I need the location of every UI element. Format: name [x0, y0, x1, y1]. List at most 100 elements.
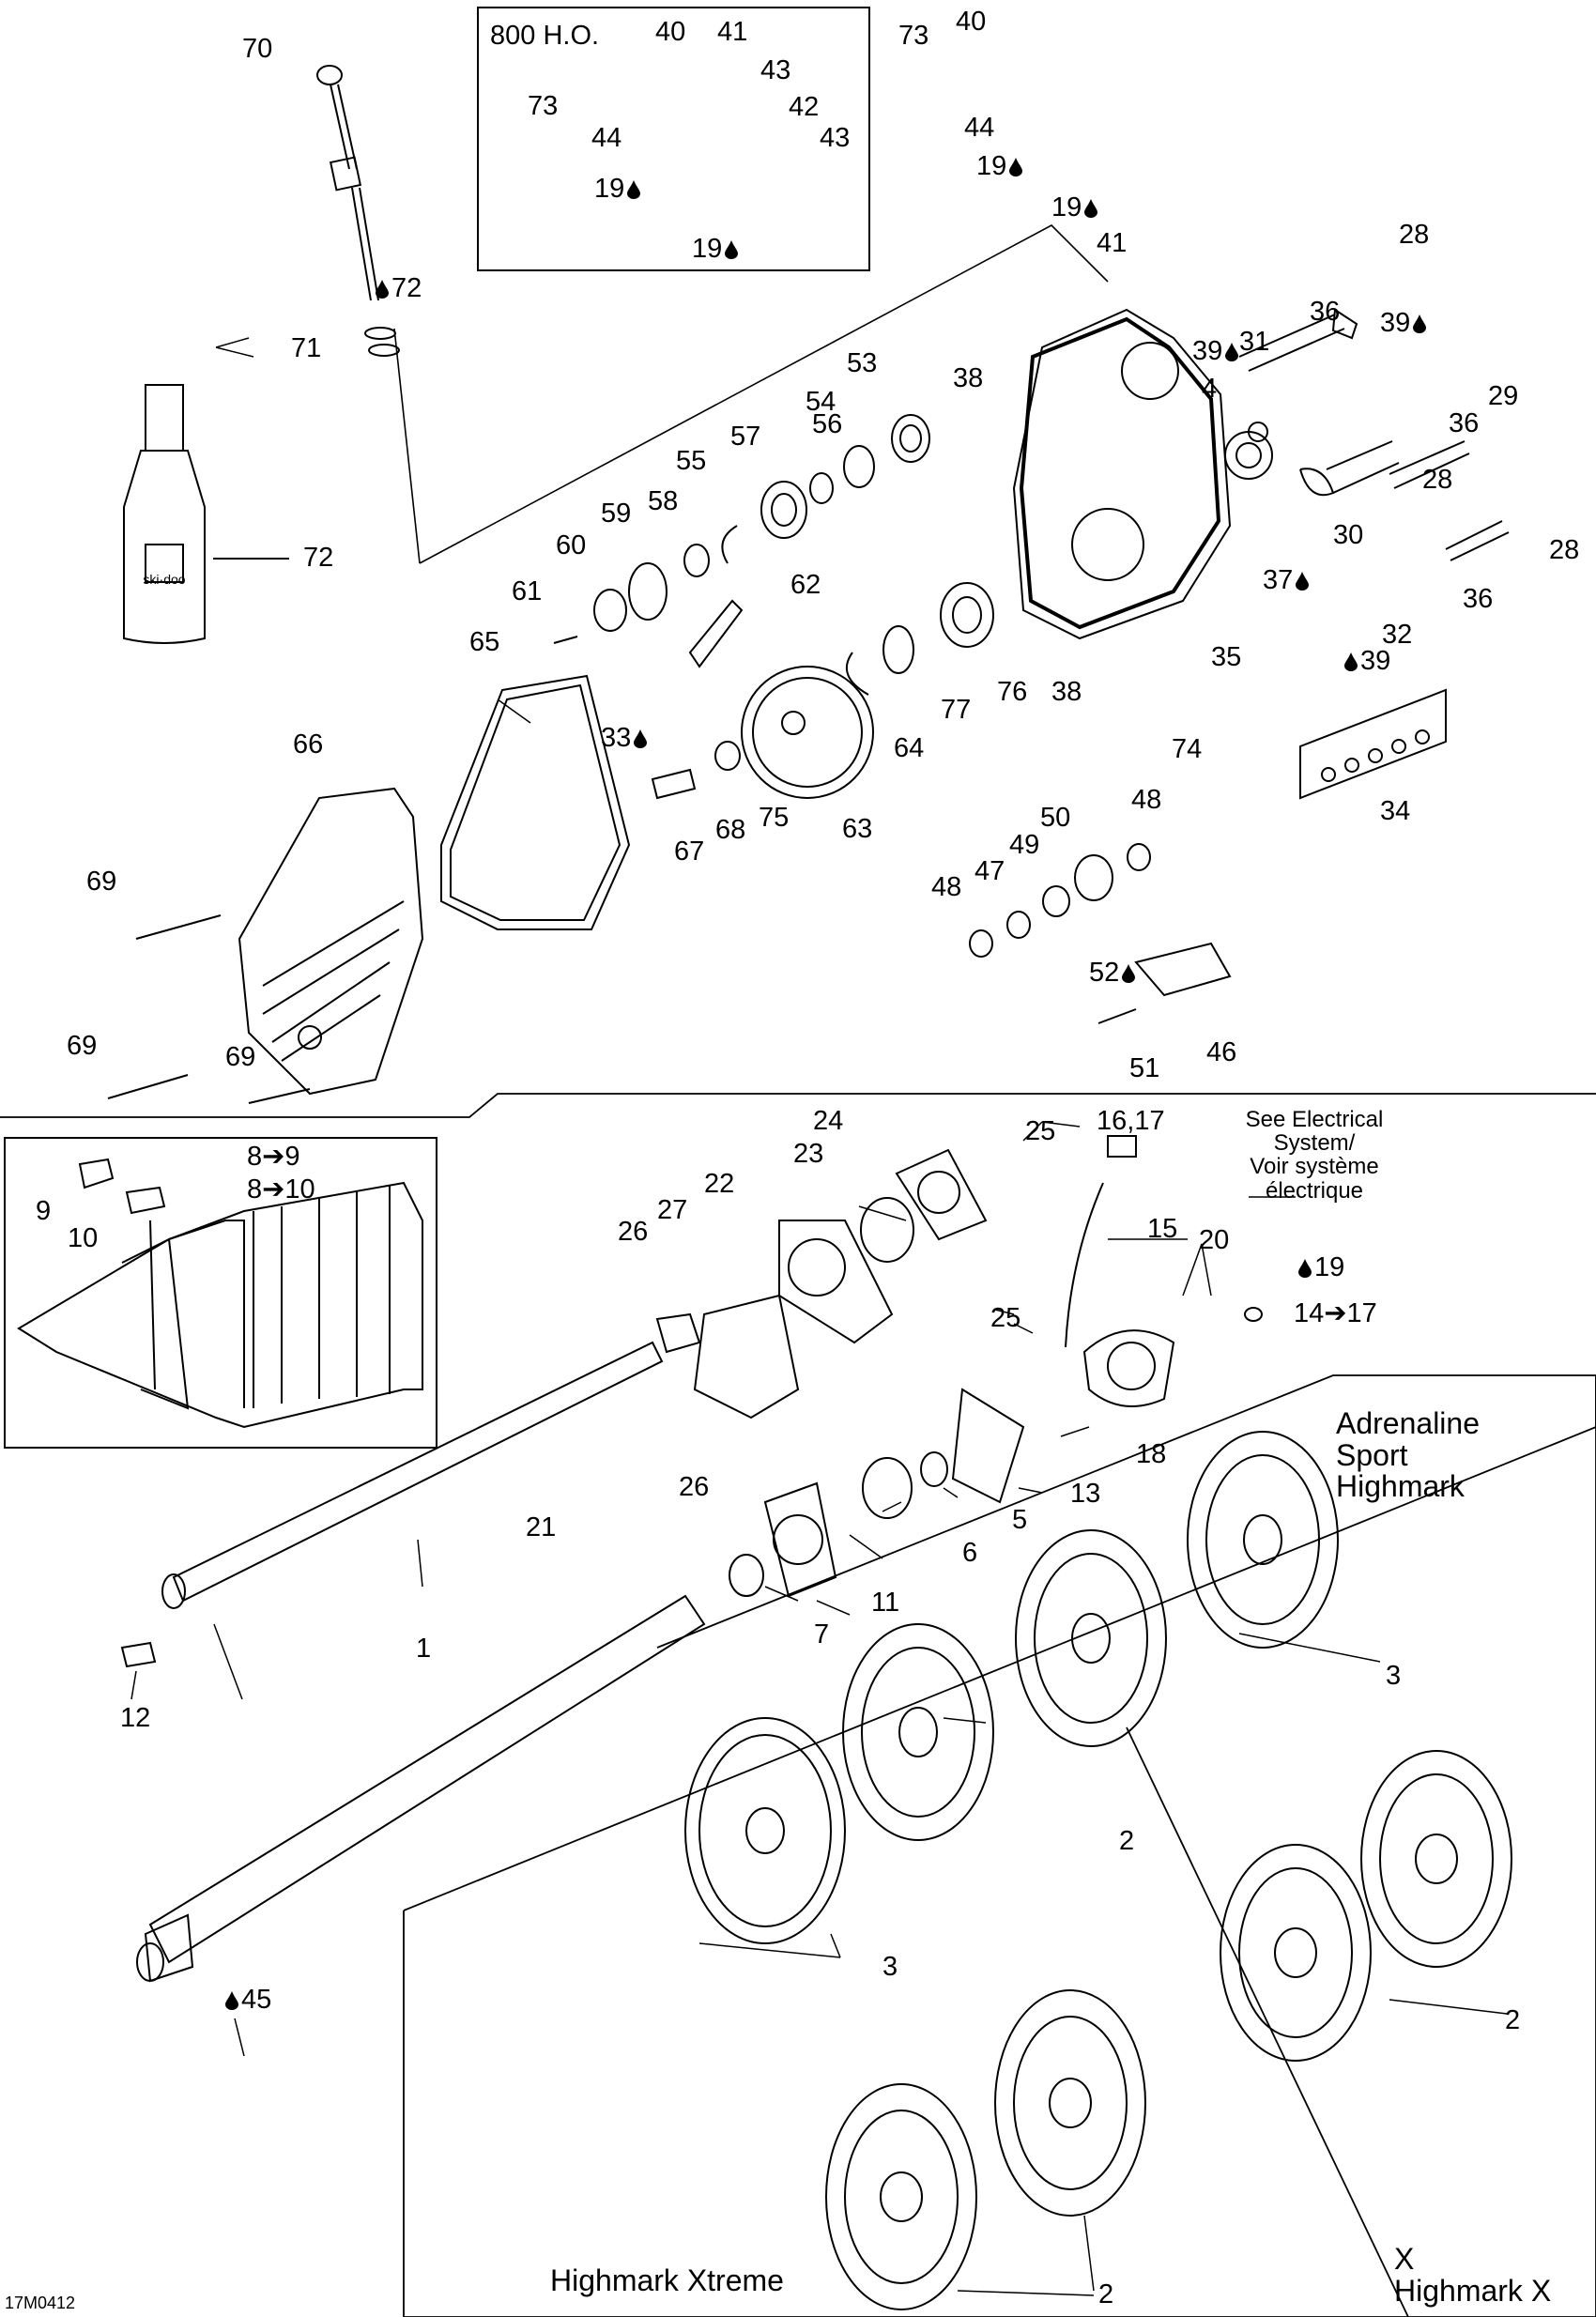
- label-34: 34: [1380, 796, 1411, 826]
- electrical-note-line-2: System/: [1273, 1130, 1356, 1157]
- label-32: 32: [1382, 620, 1413, 650]
- oil-drop-icon: [1344, 652, 1358, 671]
- label-42: 42: [789, 92, 820, 122]
- variant-adrenaline-line-1: Adrenaline: [1336, 1406, 1480, 1440]
- main-drive-shaft: [136, 1594, 706, 1983]
- label-19-top3-text: 19: [976, 151, 1007, 181]
- label-69a: 69: [86, 867, 117, 897]
- label-72b: 72: [303, 543, 334, 573]
- variant-x-line-1: X: [1394, 2242, 1415, 2276]
- label-11: 11: [871, 1588, 900, 1618]
- dipstick: [316, 65, 400, 357]
- label-61: 61: [512, 576, 543, 606]
- label-43a: 43: [760, 55, 791, 85]
- variant-adrenaline-line-3: Highmark: [1336, 1469, 1465, 1504]
- track-belt: [17, 1158, 423, 1429]
- label-14-17: 14➔17: [1294, 1298, 1377, 1328]
- oil-drop-icon: [627, 180, 641, 199]
- label-46: 46: [1206, 1037, 1237, 1067]
- oil-bottle: [123, 384, 289, 644]
- oil-drop-icon: [376, 280, 389, 299]
- label-20: 20: [1199, 1225, 1230, 1255]
- label-60: 60: [556, 530, 587, 560]
- label-30: 30: [1333, 520, 1364, 550]
- label-29: 29: [1488, 381, 1519, 411]
- label-75: 75: [759, 803, 790, 833]
- label-68: 68: [715, 815, 746, 845]
- variant-xtreme: Highmark Xtreme: [550, 2263, 784, 2297]
- label-37: 37: [1263, 567, 1312, 594]
- label-53: 53: [847, 348, 878, 378]
- label-48a: 48: [1131, 785, 1162, 815]
- label-72a: 72: [376, 275, 422, 302]
- label-50: 50: [1040, 803, 1071, 833]
- bottle-brand-text: ski·doo: [143, 572, 185, 587]
- upper-group-outline: [419, 224, 1109, 564]
- label-36b: 36: [1449, 408, 1480, 438]
- electrical-note-line-1: See Electrical: [1245, 1107, 1384, 1132]
- label-19-mid: 19: [1298, 1254, 1344, 1281]
- lower-bearing-set: [729, 1388, 1025, 1598]
- oil-drop-icon: [634, 729, 648, 748]
- label-39a: 39: [1192, 338, 1241, 365]
- oil-drop-icon: [1296, 572, 1310, 591]
- electrical-note-line-3: Voir système: [1250, 1154, 1379, 1180]
- label-77: 77: [941, 695, 972, 725]
- label-35: 35: [1211, 642, 1242, 672]
- label-38b: 38: [1051, 677, 1082, 707]
- label-28c: 28: [1549, 535, 1580, 565]
- label-65: 65: [469, 627, 500, 657]
- label-19-top1: 19: [594, 176, 643, 203]
- electrical-system-note: See Electrical System/ Voir système élec…: [1230, 1108, 1399, 1203]
- label-5: 5: [1012, 1505, 1028, 1535]
- label-9: 9: [36, 1196, 52, 1226]
- upper-drive-parts: [553, 308, 1510, 800]
- speed-sensor: [1065, 1135, 1263, 1407]
- inset-title: 800 H.O.: [490, 21, 600, 51]
- label-72a-text: 72: [391, 273, 422, 303]
- label-38a: 38: [953, 363, 984, 393]
- oring-gasket: [440, 674, 631, 930]
- label-19-top3: 19: [976, 153, 1025, 180]
- sprocket-x-1: [1360, 1750, 1512, 1968]
- label-33-text: 33: [601, 723, 632, 753]
- label-19-top4-text: 19: [1051, 192, 1082, 222]
- label-45-text: 45: [241, 1985, 272, 2015]
- label-54: 54: [806, 387, 836, 417]
- label-45: 45: [225, 1987, 271, 2014]
- label-4: 4: [1202, 374, 1218, 404]
- shim-group: [1299, 688, 1447, 800]
- oil-drop-icon: [725, 240, 739, 259]
- label-36c: 36: [1463, 584, 1494, 614]
- label-26a: 26: [618, 1217, 649, 1247]
- label-28b: 28: [1422, 465, 1453, 495]
- oil-drop-icon: [225, 1991, 238, 2010]
- label-2b: 2: [1505, 2005, 1521, 2035]
- sprocket-x-2: [1220, 1844, 1372, 2062]
- variant-x-line-2: Highmark X: [1394, 2273, 1552, 2308]
- oil-drop-icon: [1298, 1259, 1312, 1278]
- label-73a: 73: [528, 91, 559, 121]
- label-7: 7: [814, 1619, 830, 1650]
- label-40a: 40: [655, 17, 686, 47]
- label-41a: 41: [717, 17, 748, 47]
- leader-lines: [130, 337, 1508, 2296]
- label-66: 66: [293, 729, 324, 760]
- variants-box: [403, 1426, 1596, 2317]
- label-36a: 36: [1310, 297, 1341, 327]
- sprocket-xtreme-1: [994, 1989, 1146, 2217]
- label-23: 23: [793, 1139, 824, 1169]
- label-3a: 3: [1386, 1661, 1402, 1691]
- variant-x: X Highmark X: [1394, 2242, 1552, 2308]
- oil-drop-icon: [1084, 199, 1098, 218]
- inset-800ho-box: [477, 7, 870, 271]
- chaincase-cover: [238, 787, 424, 1096]
- track-inset-box: [4, 1137, 437, 1449]
- label-24: 24: [813, 1106, 844, 1136]
- sprocket-adrenaline-3: [842, 1623, 994, 1841]
- label-1: 1: [416, 1634, 432, 1664]
- label-33: 33: [601, 725, 650, 752]
- upper-drive-shaft: [120, 1312, 701, 1668]
- label-13: 13: [1070, 1479, 1101, 1509]
- label-70: 70: [242, 34, 273, 64]
